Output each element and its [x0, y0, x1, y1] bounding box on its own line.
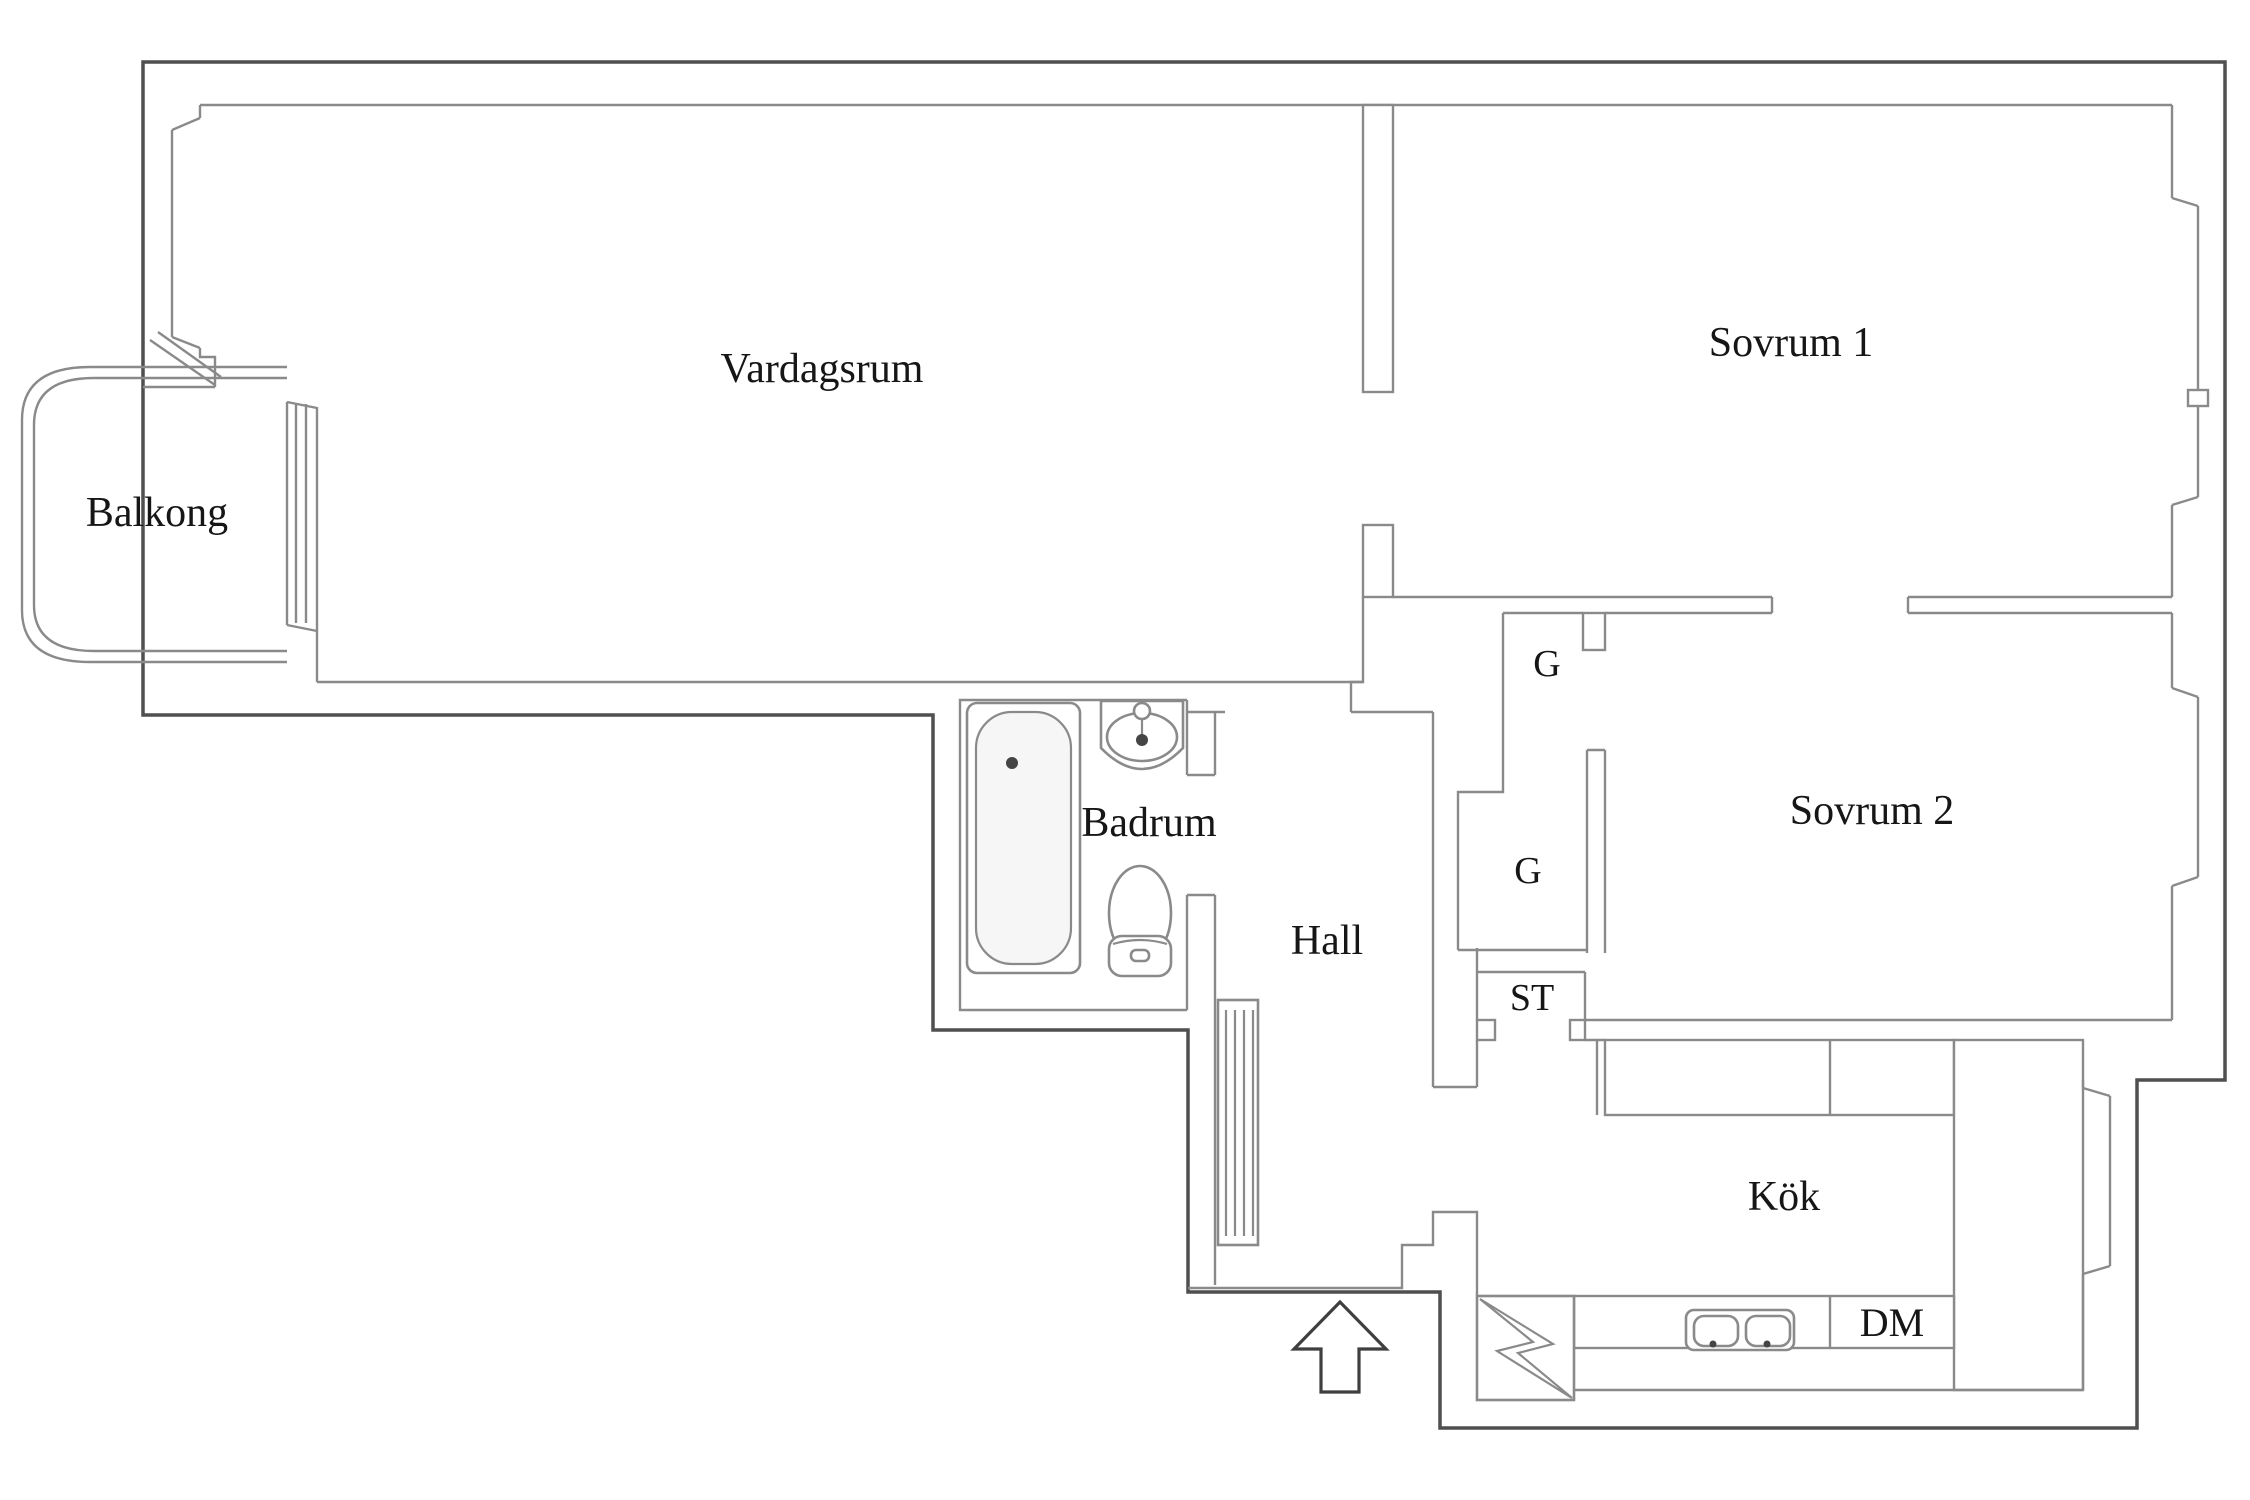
- window-kitchen: [2081, 1080, 2112, 1390]
- st-closet-walls: [1475, 970, 1587, 1020]
- closet-label-st: ST: [1510, 977, 1554, 1019]
- stove-icon: [1475, 1294, 1576, 1402]
- room-label-kok: Kök: [1748, 1174, 1820, 1220]
- room-label-sovrum1: Sovrum 1: [1709, 320, 1874, 366]
- bathroom-walls: [958, 698, 1433, 1030]
- window-bedroom1: [2171, 196, 2200, 507]
- closet-label-g2: G: [1514, 850, 1541, 892]
- st-door-stub-left: [1475, 1018, 1497, 1042]
- kitchen-counter-top: [1603, 1038, 1956, 1117]
- window-balcony: [285, 400, 319, 682]
- kitchen-counter-right: [1952, 1038, 2085, 1392]
- room-labels: Balkong Vardagsrum Sovrum 1 Sovrum 2 Bad…: [86, 320, 1954, 1345]
- hall-west-jog: [1349, 597, 1365, 712]
- bathtub-icon: [965, 701, 1082, 975]
- appliance-label-dm: DM: [1860, 1300, 1924, 1345]
- room-label-hall: Hall: [1291, 918, 1363, 964]
- room-label-badrum: Badrum: [1081, 800, 1217, 846]
- window-handle: [2186, 388, 2210, 408]
- closet-column-walls: [1431, 613, 1607, 1089]
- hall-kitchen-step-wall: [1188, 1030, 1479, 1296]
- balcony-railing: [20, 365, 287, 664]
- outer-wall: [141, 60, 2227, 1430]
- toilet-icon: [1107, 864, 1173, 978]
- closet-stub: [1581, 611, 1607, 652]
- bedroom1-door-stub: [1361, 523, 1395, 599]
- bedroom-divider-wall: [1393, 595, 2172, 615]
- st-door-stub-right: [1568, 1018, 1587, 1042]
- walls: [141, 60, 2227, 1430]
- top-left-inner-wall: [143, 103, 2172, 389]
- room-label-sovrum2: Sovrum 2: [1790, 788, 1955, 834]
- closet-label-g1: G: [1533, 643, 1560, 685]
- window-bedroom2: [2171, 686, 2200, 888]
- room-label-balkong: Balkong: [86, 490, 228, 536]
- radiator-icon: [1216, 998, 1260, 1247]
- divider-living-bedroom1: [1361, 103, 1395, 394]
- kitchen-sink-icon: [1684, 1308, 1796, 1352]
- entrance-arrow-icon: [1290, 1299, 1390, 1394]
- bathroom-sink-icon: [1099, 699, 1185, 771]
- bedroom2-bottom-wall: [1585, 1018, 2172, 1115]
- room-label-vardagsrum: Vardagsrum: [721, 346, 924, 392]
- fixtures: [965, 699, 1796, 1402]
